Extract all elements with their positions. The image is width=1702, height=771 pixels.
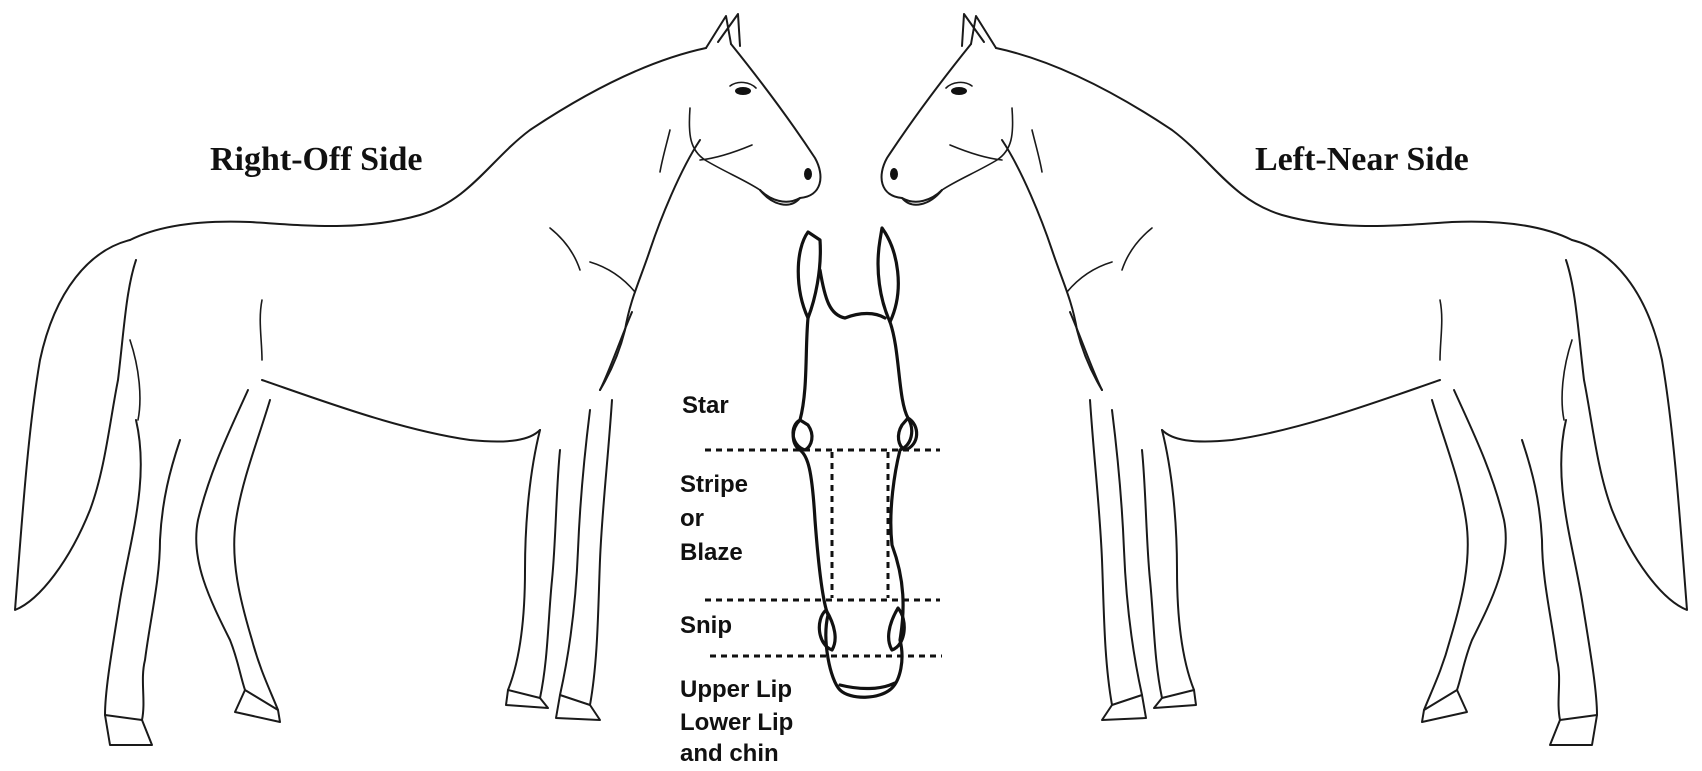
face-right-ear: [878, 228, 898, 322]
tail: [15, 240, 136, 610]
throat-latch: [660, 130, 670, 172]
ear: [962, 14, 996, 48]
shoulder: [550, 228, 635, 292]
fore-leg-back: [1142, 430, 1194, 698]
hind-leg-back: [105, 420, 180, 720]
face-mouth: [840, 683, 895, 689]
left-near-side-title: Left-Near Side: [1255, 141, 1469, 179]
hoof-hind-back: [105, 715, 152, 745]
muzzle: [760, 190, 800, 205]
label-stripe: Stripe: [680, 468, 748, 502]
label-snip: Snip: [680, 609, 732, 643]
hoof-fore-front: [1102, 695, 1146, 720]
label-blaze: Blaze: [680, 536, 743, 570]
label-chin: and chin: [680, 737, 779, 771]
face-forehead: [820, 270, 885, 318]
cheek: [950, 145, 1002, 160]
nostril: [890, 168, 898, 180]
cheek: [700, 145, 752, 160]
muzzle: [902, 190, 942, 205]
hind-leg-front: [1424, 390, 1506, 710]
hind-leg-front: [196, 390, 278, 710]
hoof-hind-back: [1550, 715, 1597, 745]
right-off-side-title: Right-Off Side: [210, 141, 423, 179]
nostril: [804, 168, 812, 180]
fore-leg-front: [1090, 400, 1142, 705]
tail: [1566, 240, 1687, 610]
belly: [262, 380, 540, 442]
eye: [735, 87, 751, 95]
fore-leg-back: [508, 430, 560, 698]
label-or: or: [680, 502, 704, 536]
stifle: [130, 340, 140, 420]
jaw: [942, 108, 1013, 190]
fore-leg-front: [560, 400, 612, 705]
face-left-eye: [793, 420, 812, 450]
label-star: Star: [682, 389, 729, 423]
shoulder: [1067, 228, 1152, 292]
horse-left-side: [882, 14, 1687, 745]
eye: [951, 87, 967, 95]
hind-leg-back: [1522, 420, 1597, 720]
label-lower-lip: Lower Lip: [680, 706, 793, 740]
flank: [1440, 300, 1442, 360]
hoof-fore-front: [556, 695, 600, 720]
flank: [260, 300, 262, 360]
label-upper-lip: Upper Lip: [680, 673, 792, 707]
ear: [706, 14, 740, 48]
throat-latch: [1032, 130, 1042, 172]
horse-face-front-view: [705, 228, 942, 697]
stifle: [1562, 340, 1572, 420]
face-left-ear: [798, 232, 820, 318]
belly: [1162, 380, 1440, 442]
jaw: [689, 108, 760, 190]
chest: [600, 312, 632, 390]
chest: [1070, 312, 1102, 390]
face-outline: [793, 318, 911, 697]
